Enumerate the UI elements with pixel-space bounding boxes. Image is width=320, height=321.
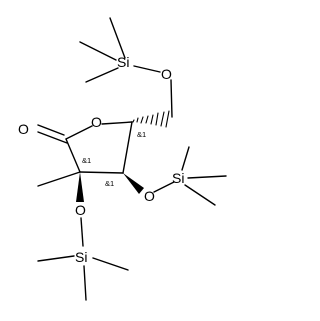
bond-c2-c3 bbox=[79, 171, 124, 174]
bond-si-bottom-methyl-left bbox=[37, 255, 75, 262]
atom-si-top: Si bbox=[117, 54, 129, 70]
bond-c2-methyl bbox=[37, 171, 81, 187]
wedge-bond-c2-o-bottom bbox=[76, 172, 84, 202]
bond-c3-c4 bbox=[122, 121, 133, 174]
bond-o-top-ch2 bbox=[170, 79, 173, 118]
bond-si-top-methyl-up bbox=[109, 17, 126, 59]
top-trimethylsilyl-group: Si O bbox=[79, 17, 172, 83]
bond-si-bottom-methyl-down bbox=[83, 265, 87, 301]
stereo-label-c2: &1 bbox=[82, 156, 91, 165]
bond-si-top-o bbox=[133, 65, 161, 73]
stereo-label-c4: &1 bbox=[137, 130, 146, 139]
bond-oring-c1 bbox=[65, 125, 93, 140]
atom-o-ring: O bbox=[91, 114, 102, 130]
hashed-bond-c4-ch2 bbox=[132, 110, 170, 128]
carbonyl-group: O bbox=[18, 121, 68, 144]
atom-o-right: O bbox=[144, 188, 155, 204]
bond-carbonyl-2 bbox=[37, 131, 68, 144]
bond-c1-c2 bbox=[65, 138, 81, 173]
atom-o-top: O bbox=[161, 66, 172, 82]
molecule-diagram: Si O O O &1 &1 &1 O Si bbox=[18, 17, 227, 301]
bond-carbonyl-1 bbox=[37, 124, 65, 136]
bond-si-top-methyl-down bbox=[85, 67, 119, 83]
bond-si-right-methyl-up bbox=[181, 146, 190, 171]
atom-si-bottom: Si bbox=[75, 249, 87, 265]
bottom-trimethylsilyl-group: O Si bbox=[37, 202, 129, 301]
atom-o-bottom: O bbox=[75, 202, 86, 218]
bond-o-right-si bbox=[153, 181, 175, 193]
wedge-bond-c3-o-right bbox=[123, 173, 144, 194]
stereo-label-c3: &1 bbox=[105, 179, 114, 188]
bond-oring-c4 bbox=[101, 121, 133, 125]
lactone-ring: O bbox=[65, 114, 133, 174]
bond-si-right-methyl-right bbox=[187, 175, 227, 179]
atom-si-right: Si bbox=[172, 170, 184, 186]
bond-o-bottom-si bbox=[80, 217, 84, 247]
bond-si-top-methyl-left bbox=[79, 41, 117, 61]
bond-si-bottom-methyl-right bbox=[92, 257, 129, 271]
atom-o-carbonyl: O bbox=[18, 121, 29, 137]
right-trimethylsilyl-group: O Si bbox=[144, 146, 227, 206]
bond-si-right-methyl-down bbox=[184, 184, 216, 206]
